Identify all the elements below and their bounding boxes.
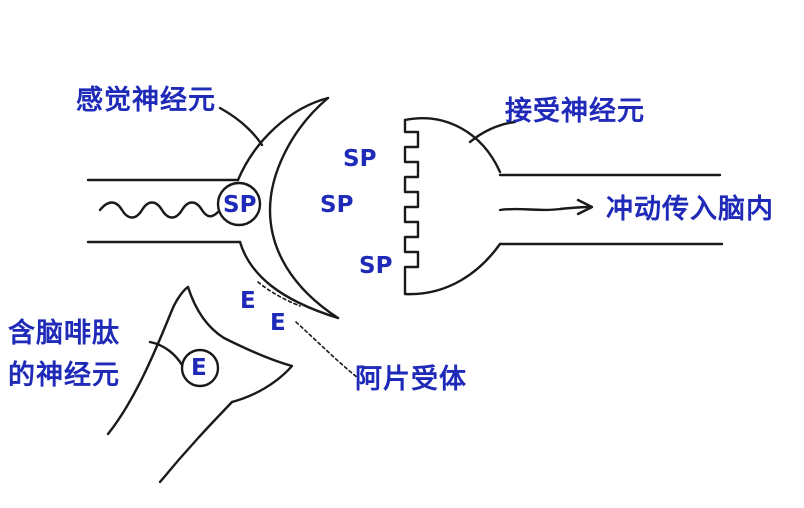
enkephalin-neuron-lower-edge bbox=[158, 400, 234, 484]
e-label-left: E bbox=[240, 288, 256, 314]
presynaptic-terminal-outer bbox=[236, 96, 330, 182]
sp-label-cleft-middle: SP bbox=[320, 192, 354, 218]
sp-vesicle-circle bbox=[216, 181, 262, 227]
label-impulse-to-brain: 冲动传入脑内 bbox=[606, 194, 774, 225]
opiate-receptor-dots bbox=[257, 281, 301, 307]
enkephalin-neuron-tip bbox=[186, 285, 226, 340]
label-enkephalin-neuron-line1: 含脑啡肽 bbox=[8, 318, 120, 349]
leader-enkephalin-neuron bbox=[148, 340, 184, 367]
sp-label-in-vesicle: SP bbox=[223, 192, 257, 218]
leader-receiving-neuron bbox=[468, 120, 517, 144]
sp-label-cleft-top: SP bbox=[343, 146, 377, 172]
presynaptic-terminal-inner bbox=[268, 96, 340, 320]
label-sensory-neuron: 感觉神经元 bbox=[76, 85, 216, 116]
leader-opiate-receptor bbox=[295, 321, 359, 379]
receiving-neuron-dome-bottom bbox=[403, 242, 502, 296]
receiving-neuron-dome-top bbox=[403, 117, 502, 174]
receptor-comb bbox=[403, 118, 420, 296]
label-enkephalin-neuron-line2: 的神经元 bbox=[8, 360, 120, 391]
impulse-arrow-line bbox=[498, 205, 592, 212]
leader-sensory-neuron bbox=[218, 106, 264, 147]
e-label-right: E bbox=[270, 310, 286, 336]
impulse-arrow-head bbox=[576, 198, 594, 216]
sp-label-cleft-bottom: SP bbox=[359, 253, 393, 279]
e-label-in-vesicle: E bbox=[191, 355, 207, 381]
e-vesicle-circle bbox=[180, 348, 220, 388]
presynaptic-terminal-lower bbox=[238, 240, 340, 320]
label-receiving-neuron: 接受神经元 bbox=[505, 96, 645, 127]
label-opiate-receptor: 阿片受体 bbox=[355, 364, 467, 395]
enkephalin-neuron-upper-edge bbox=[106, 285, 190, 436]
enkephalin-neuron-right-edge bbox=[222, 336, 294, 404]
signal-squiggle bbox=[98, 201, 220, 219]
